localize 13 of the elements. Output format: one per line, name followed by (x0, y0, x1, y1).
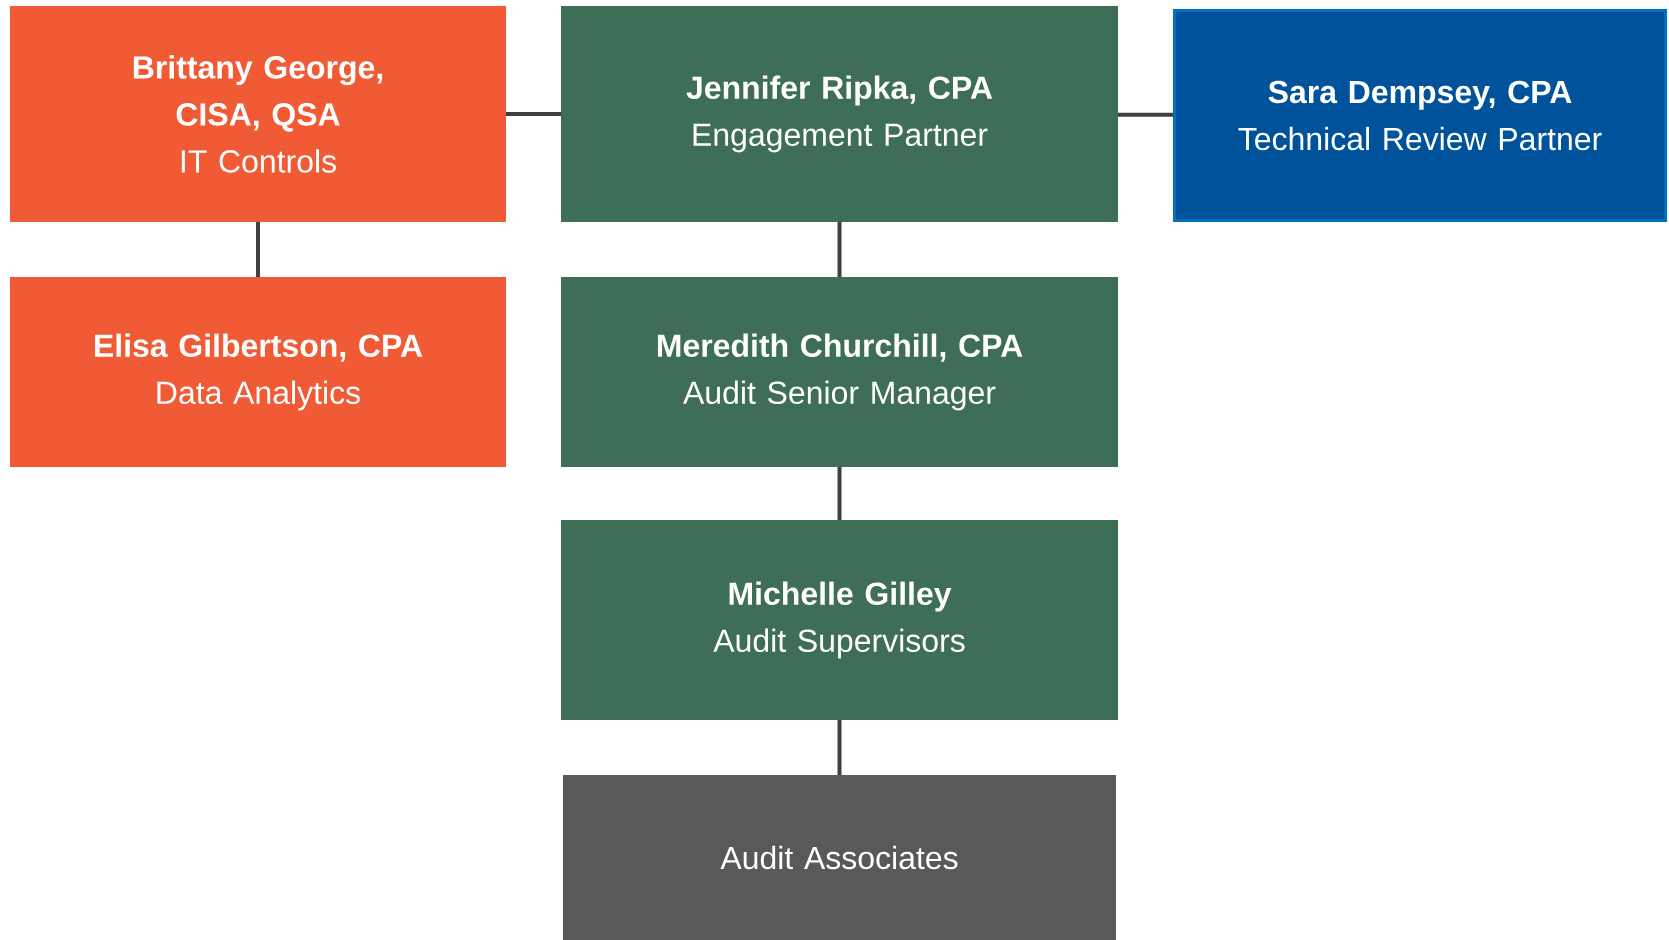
person-box: Audit Associates (563, 775, 1116, 940)
connector-line (256, 222, 260, 277)
person-box: Elisa Gilbertson, CPA Data Analytics (10, 277, 506, 467)
connector-line (837, 720, 842, 775)
person-box: Sara Dempsey, CPA Technical Review Partner (1173, 9, 1667, 222)
connector-line (1118, 112, 1174, 117)
connector-line (506, 112, 561, 116)
connector-line (837, 222, 842, 277)
connector-line (837, 467, 842, 520)
person-box: Brittany George, CISA, QSA IT Controls (10, 6, 506, 222)
person-box: Jennifer Ripka, CPA Engagement Partner (561, 6, 1118, 222)
person-box: Michelle Gilley Audit Supervisors (561, 520, 1118, 720)
person-box: Meredith Churchill, CPA Audit Senior Manager (561, 277, 1118, 467)
